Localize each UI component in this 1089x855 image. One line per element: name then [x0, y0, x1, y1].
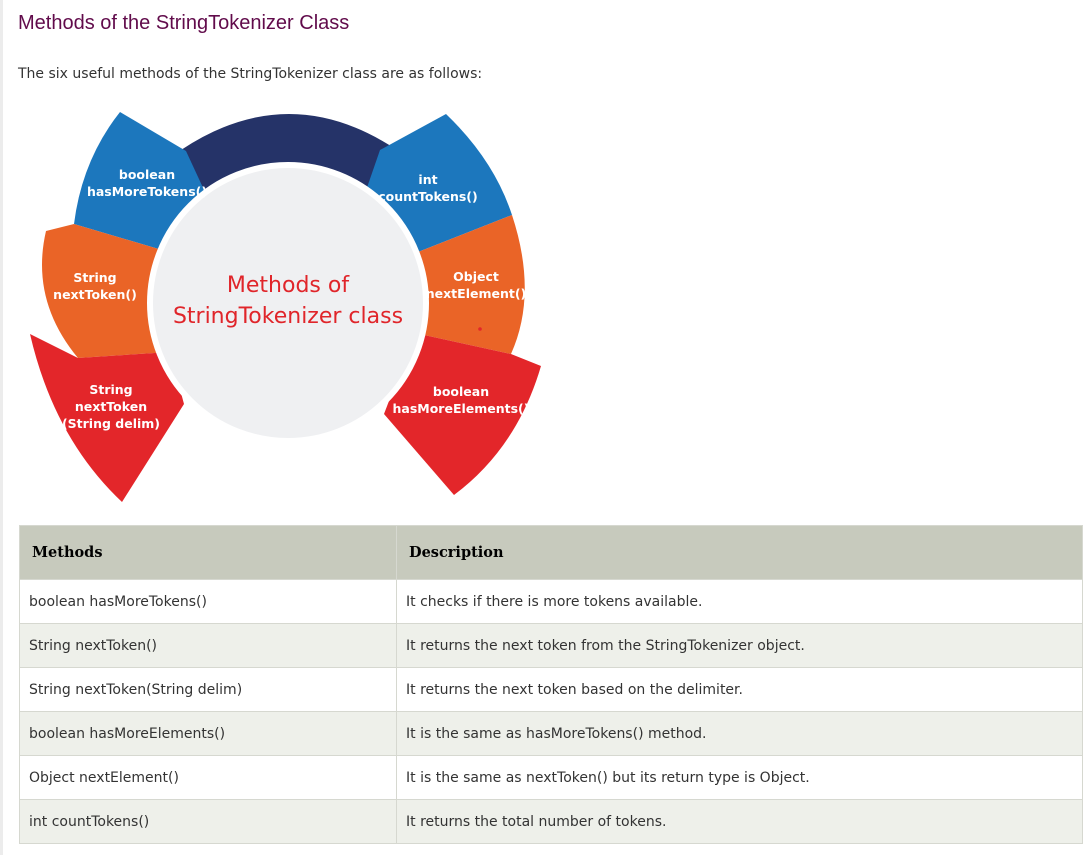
diagram-center-circle [147, 162, 429, 444]
label-next-token-delim-param: (String delim) [62, 416, 160, 431]
table-row: Object nextElement() It is the same as n… [19, 755, 1083, 800]
table-header-row: Methods Description [19, 525, 1083, 580]
label-next-element-name: nextElement() [426, 286, 527, 301]
segment-next-token [42, 224, 170, 358]
method-cell: boolean hasMoreElements() [19, 711, 397, 756]
label-has-more-tokens-type: boolean [119, 167, 175, 182]
label-next-token-delim-type: String [89, 382, 132, 397]
page-title: Methods of the StringTokenizer Class [18, 12, 350, 34]
diagram-center-line1: Methods of [227, 273, 350, 298]
label-count-tokens-type: int [418, 172, 437, 187]
method-cell: String nextToken(String delim) [19, 667, 397, 712]
description-cell: It is the same as nextToken() but its re… [396, 755, 1083, 800]
label-next-element-type: Object [453, 269, 499, 284]
label-next-token-delim-name: nextToken [75, 399, 147, 414]
method-cell: String nextToken() [19, 623, 397, 668]
diagram-dot [478, 327, 482, 331]
table-row: boolean hasMoreElements() It is the same… [19, 711, 1083, 756]
label-next-token-type: String [73, 270, 116, 285]
label-next-token-name: nextToken() [53, 287, 137, 302]
table-row: String nextToken() It returns the next t… [19, 623, 1083, 668]
label-has-more-elements-name: hasMoreElements() [393, 401, 530, 416]
table-row: String nextToken(String delim) It return… [19, 667, 1083, 712]
description-cell: It returns the next token based on the d… [396, 667, 1083, 712]
table-row: boolean hasMoreTokens() It checks if the… [19, 579, 1083, 624]
diagram-center-line2: StringTokenizer class [173, 304, 403, 329]
segment-has-more-elements [384, 333, 541, 495]
label-has-more-elements-type: boolean [433, 384, 489, 399]
segment-next-element [415, 215, 525, 354]
label-has-more-tokens-name: hasMoreTokens() [87, 184, 207, 199]
method-cell: boolean hasMoreTokens() [19, 579, 397, 624]
method-cell: Object nextElement() [19, 755, 397, 800]
table-row: int countTokens() It returns the total n… [19, 799, 1083, 844]
description-cell: It checks if there is more tokens availa… [396, 579, 1083, 624]
segment-next-token-delim [30, 334, 184, 502]
header-description: Description [396, 525, 1083, 580]
method-cell: int countTokens() [19, 799, 397, 844]
methods-table: Methods Description boolean hasMoreToken… [19, 525, 1083, 844]
left-border [0, 0, 3, 855]
description-cell: It is the same as hasMoreTokens() method… [396, 711, 1083, 756]
description-cell: It returns the next token from the Strin… [396, 623, 1083, 668]
segment-has-more-tokens [74, 112, 211, 250]
header-methods: Methods [19, 525, 397, 580]
description-cell: It returns the total number of tokens. [396, 799, 1083, 844]
intro-text: The six useful methods of the StringToke… [18, 66, 483, 82]
methods-diagram: Methods of StringTokenizer class boolean… [30, 112, 541, 502]
label-count-tokens-name: countTokens() [378, 189, 477, 204]
